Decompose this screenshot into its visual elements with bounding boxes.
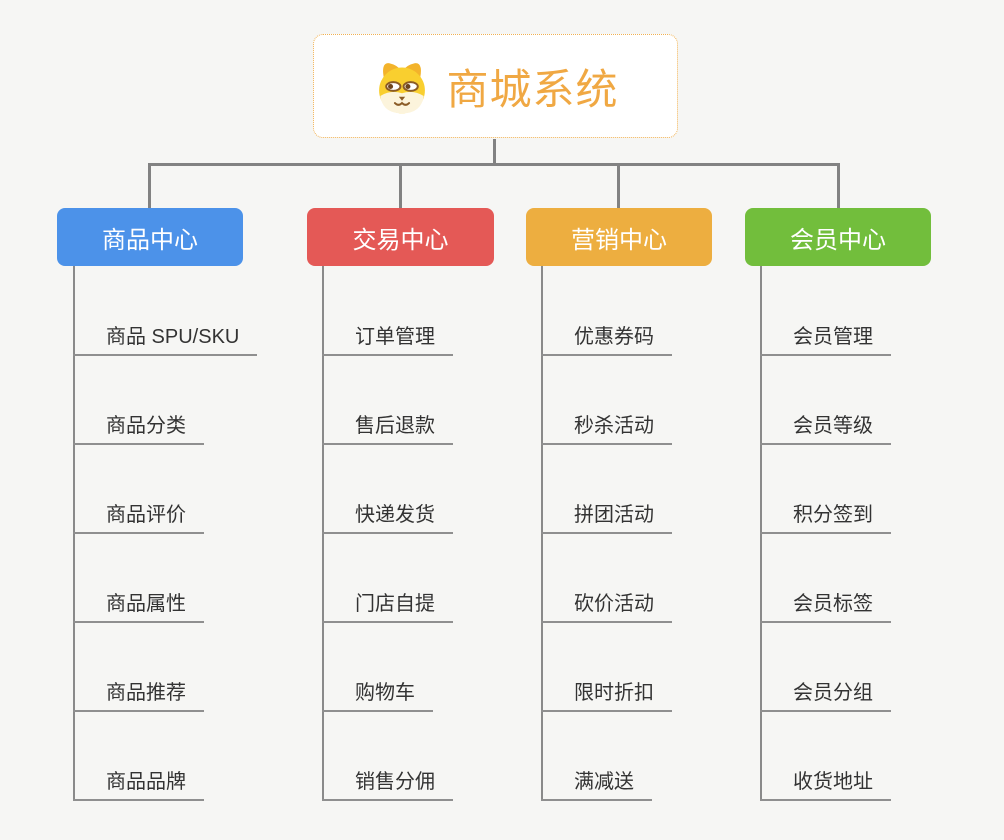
connector-drop-1: [148, 163, 151, 208]
branch-label: 会员中心: [790, 226, 886, 254]
leaf-node[interactable]: 商品评价: [73, 494, 204, 534]
leaf-node[interactable]: 快递发货: [322, 494, 453, 534]
branch-node-marketing-center[interactable]: 营销中心: [526, 208, 712, 266]
branch-label: 交易中心: [352, 226, 449, 254]
leaf-node[interactable]: 订单管理: [322, 316, 453, 356]
leaf-node[interactable]: 商品分类: [73, 405, 204, 445]
connector-drop-2: [399, 163, 402, 208]
connector-trunk: [148, 163, 840, 166]
connector-drop-3: [617, 163, 620, 208]
branch-node-member-center[interactable]: 会员中心: [745, 208, 931, 266]
leaf-node[interactable]: 商品 SPU/SKU: [73, 316, 258, 356]
leaf-node[interactable]: 拼团活动: [541, 494, 672, 534]
leaf-node[interactable]: 砍价活动: [541, 583, 672, 623]
leaf-node[interactable]: 积分签到: [760, 494, 891, 534]
branch-label: 营销中心: [571, 226, 667, 254]
leaf-node[interactable]: 会员管理: [760, 316, 891, 356]
leaf-node[interactable]: 会员分组: [760, 672, 891, 712]
leaf-node[interactable]: 购物车: [322, 672, 433, 712]
doge-icon: [372, 58, 432, 115]
connector-root-drop: [493, 139, 496, 164]
leaf-node[interactable]: 售后退款: [322, 405, 453, 445]
leaf-node[interactable]: 商品属性: [73, 583, 204, 623]
root-node[interactable]: 商城系统: [313, 34, 678, 138]
leaf-node[interactable]: 销售分佣: [322, 761, 453, 801]
leaf-node[interactable]: 门店自提: [322, 583, 453, 623]
leaf-node[interactable]: 秒杀活动: [541, 405, 672, 445]
leaf-node[interactable]: 优惠券码: [541, 316, 672, 356]
leaf-node[interactable]: 会员等级: [760, 405, 891, 445]
leaf-node[interactable]: 满减送: [541, 761, 652, 801]
leaf-node[interactable]: 商品品牌: [73, 761, 204, 801]
branch-node-trade-center[interactable]: 交易中心: [307, 208, 494, 266]
branch-label: 商品中心: [102, 226, 198, 254]
branch-node-product-center[interactable]: 商品中心: [57, 208, 243, 266]
leaf-node[interactable]: 商品推荐: [73, 672, 204, 712]
leaf-node[interactable]: 会员标签: [760, 583, 891, 623]
connector-drop-4: [837, 163, 840, 208]
leaf-node[interactable]: 限时折扣: [541, 672, 672, 712]
leaf-node[interactable]: 收货地址: [760, 761, 891, 801]
root-title: 商城系统: [446, 65, 619, 113]
